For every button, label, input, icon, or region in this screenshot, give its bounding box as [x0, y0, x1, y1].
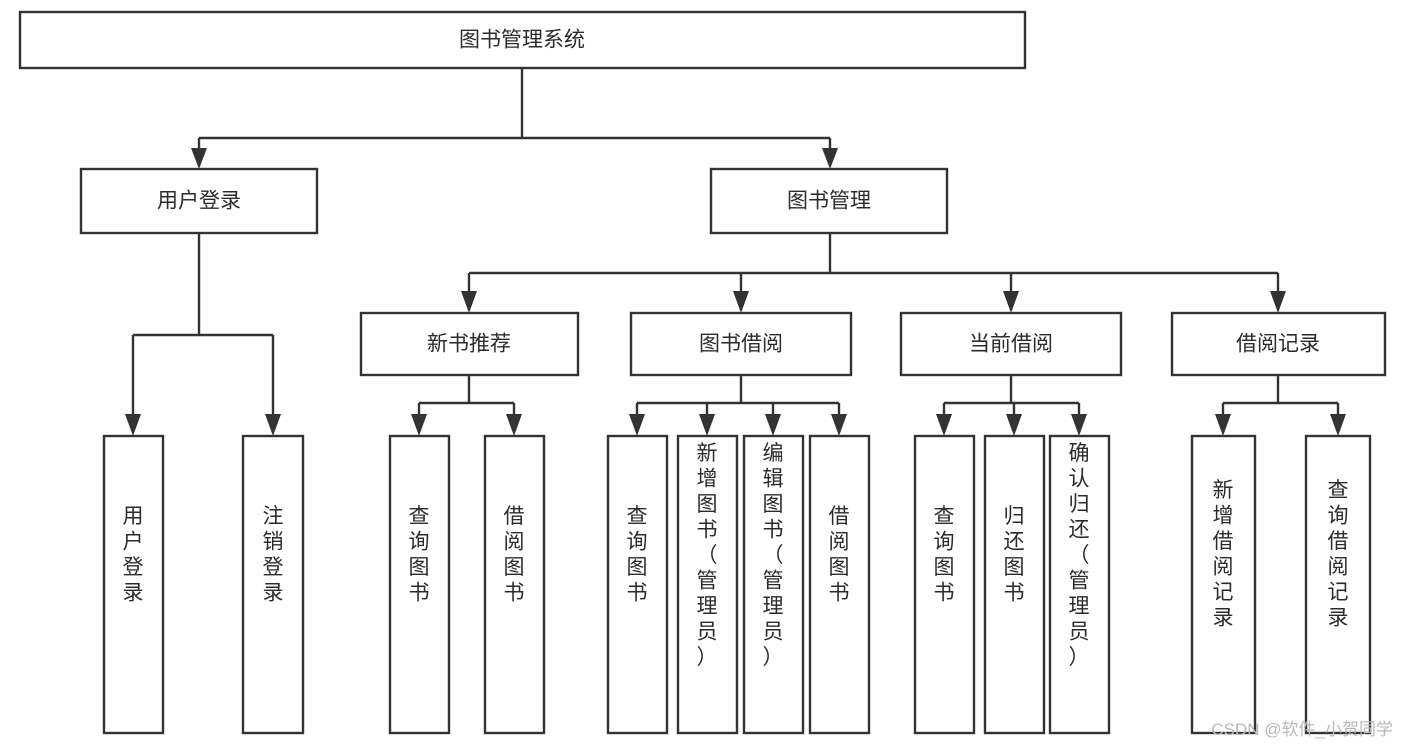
node-book-borrow-label: 图书借阅 — [699, 333, 783, 356]
node-leaf-query-book-2[interactable]: 查询图书 — [606, 434, 669, 735]
node-new-book-recommend-box[interactable] — [359, 311, 580, 377]
arrowhead-book-borrow — [733, 291, 749, 313]
node-leaf-return-book-box[interactable] — [983, 434, 1046, 735]
node-root-box[interactable] — [18, 10, 1027, 70]
node-book-manage[interactable]: 图书管理 — [709, 167, 949, 235]
arrowhead-current-borrow — [1003, 291, 1019, 313]
arrowhead-leaf-query-book-3 — [936, 414, 952, 436]
node-leaf-edit-book-label: 编辑图书（管理员） — [763, 442, 784, 669]
node-leaf-add-book-label: 新增图书（管理员） — [697, 442, 718, 669]
node-leaf-query-book-3-box[interactable] — [913, 434, 976, 735]
node-leaf-query-record-label: 查询借阅记录 — [1328, 479, 1349, 630]
node-leaf-user-login[interactable]: 用户登录 — [102, 434, 165, 735]
node-new-book-recommend-label: 新书推荐 — [427, 333, 511, 356]
arrowhead-leaf-confirm-return — [1071, 414, 1087, 436]
node-user-login[interactable]: 用户登录 — [79, 167, 319, 235]
arrowhead-leaf-borrow-book-1 — [506, 414, 522, 436]
node-leaf-query-book-3-label: 查询图书 — [934, 505, 955, 605]
node-book-manage-label: 图书管理 — [787, 190, 871, 213]
node-leaf-user-login-label: 用户登录 — [123, 505, 144, 605]
arrowhead-borrow-record — [1270, 291, 1286, 313]
node-leaf-user-logout[interactable]: 注销登录 — [241, 434, 305, 735]
node-leaf-query-book-1-box[interactable] — [388, 434, 451, 735]
arrowhead-leaf-user-logout — [265, 414, 281, 436]
node-leaf-return-book[interactable]: 归还图书 — [983, 434, 1046, 735]
node-book-borrow[interactable]: 图书借阅 — [629, 311, 853, 377]
arrowhead-leaf-return-book — [1006, 414, 1022, 436]
node-leaf-add-record-box[interactable] — [1190, 434, 1257, 735]
node-leaf-borrow-book-2[interactable]: 借阅图书 — [808, 434, 871, 735]
node-leaf-query-book-2-box[interactable] — [606, 434, 669, 735]
node-leaf-borrow-book-1-box[interactable] — [483, 434, 546, 735]
node-leaf-return-book-label: 归还图书 — [1004, 505, 1025, 605]
node-book-borrow-box[interactable] — [629, 311, 853, 377]
node-current-borrow-box[interactable] — [899, 311, 1123, 377]
arrowhead-book-manage — [822, 148, 838, 169]
node-leaf-user-logout-label: 注销登录 — [263, 505, 284, 605]
node-leaf-confirm-return[interactable]: 确认归还（管理员） — [1048, 434, 1111, 735]
node-leaf-query-book-1[interactable]: 查询图书 — [388, 434, 451, 735]
node-leaf-confirm-return-label: 确认归还（管理员） — [1069, 442, 1090, 669]
node-borrow-record-label: 借阅记录 — [1236, 333, 1320, 356]
node-root-label: 图书管理系统 — [459, 29, 585, 52]
arrowhead-leaf-user-login — [125, 414, 141, 436]
arrowhead-leaf-edit-book — [765, 414, 781, 436]
node-leaf-borrow-book-1-label: 借阅图书 — [504, 505, 525, 605]
arrowhead-leaf-add-record — [1215, 414, 1231, 436]
node-borrow-record[interactable]: 借阅记录 — [1170, 311, 1387, 377]
node-current-borrow[interactable]: 当前借阅 — [899, 311, 1123, 377]
node-leaf-borrow-book-1[interactable]: 借阅图书 — [483, 434, 546, 735]
node-leaf-query-book-2-label: 查询图书 — [627, 505, 648, 605]
connector-layer — [125, 68, 1346, 436]
node-leaf-user-logout-box[interactable] — [241, 434, 305, 735]
node-book-manage-box[interactable] — [709, 167, 949, 235]
arrowhead-leaf-query-record — [1330, 414, 1346, 436]
node-layer: 图书管理系统 用户登录 图书管理 新书推荐 图书借阅 — [18, 10, 1387, 735]
node-current-borrow-label: 当前借阅 — [969, 333, 1053, 356]
node-leaf-query-record-box[interactable] — [1304, 434, 1372, 735]
node-leaf-confirm-return-box[interactable] — [1048, 434, 1111, 735]
arrowhead-leaf-query-book-1 — [411, 414, 427, 436]
arrowhead-new-book-recommend — [461, 291, 477, 313]
node-leaf-user-login-box[interactable] — [102, 434, 165, 735]
arrowhead-leaf-add-book — [699, 414, 715, 436]
node-new-book-recommend[interactable]: 新书推荐 — [359, 311, 580, 377]
node-root[interactable]: 图书管理系统 — [18, 10, 1027, 70]
node-leaf-edit-book[interactable]: 编辑图书（管理员） — [742, 434, 805, 735]
node-user-login-label: 用户登录 — [157, 190, 241, 213]
arrowhead-user-login — [191, 148, 207, 169]
node-leaf-borrow-book-2-label: 借阅图书 — [829, 505, 850, 605]
node-leaf-add-book-box[interactable] — [676, 434, 739, 735]
arrowhead-leaf-query-book-2 — [629, 414, 645, 436]
node-user-login-box[interactable] — [79, 167, 319, 235]
node-borrow-record-box[interactable] — [1170, 311, 1387, 377]
node-leaf-add-book[interactable]: 新增图书（管理员） — [676, 434, 739, 735]
node-leaf-add-record[interactable]: 新增借阅记录 — [1190, 434, 1257, 735]
node-leaf-edit-book-box[interactable] — [742, 434, 805, 735]
node-leaf-query-record[interactable]: 查询借阅记录 — [1304, 434, 1372, 735]
arrowhead-leaf-borrow-book-2 — [831, 414, 847, 436]
node-leaf-query-book-3[interactable]: 查询图书 — [913, 434, 976, 735]
node-leaf-borrow-book-2-box[interactable] — [808, 434, 871, 735]
node-leaf-query-book-1-label: 查询图书 — [409, 505, 430, 605]
node-leaf-add-record-label: 新增借阅记录 — [1213, 479, 1234, 630]
csdn-watermark: CSDN @软件_小贺同学 — [1211, 720, 1393, 739]
